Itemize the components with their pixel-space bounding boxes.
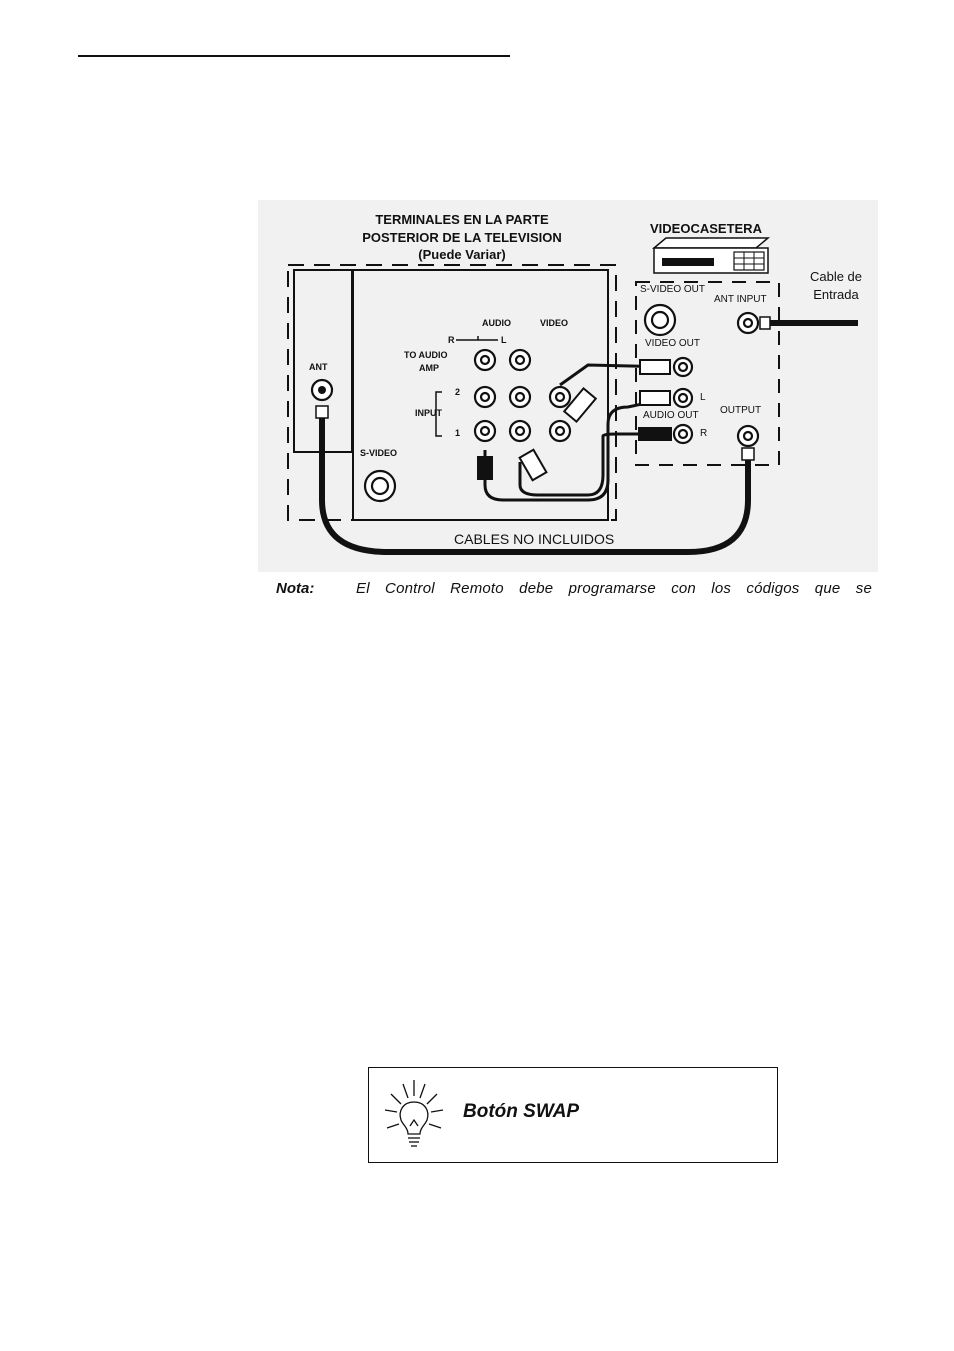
tip-title: Botón SWAP (463, 1101, 579, 1123)
vcr-title: VIDEOCASETERA (650, 221, 762, 236)
plug-r-tv (477, 456, 493, 480)
label-to-audio-1: TO AUDIO (404, 350, 448, 360)
label-input-1: 1 (455, 428, 460, 438)
header-rule (78, 55, 510, 57)
tv-title-line1: TERMINALES EN LA PARTE (322, 212, 602, 227)
label-ant: ANT (309, 362, 328, 372)
vcr-device-icon (654, 238, 768, 273)
tip-box: Botón SWAP (368, 1067, 778, 1163)
label-to-audio-2: AMP (419, 363, 439, 373)
label-r: R (448, 335, 455, 345)
cable-label-line2: Entrada (798, 287, 874, 302)
cables-not-included: CABLES NO INCLUIDOS (454, 531, 614, 547)
plug-video-vcr (640, 360, 670, 374)
plug-r-vcr (638, 427, 672, 441)
label-output: OUTPUT (720, 405, 761, 416)
label-vcr-l: L (700, 392, 706, 403)
label-video-out: VIDEO OUT (645, 338, 700, 349)
tv-title-line2: POSTERIOR DE LA TELEVISION (302, 230, 622, 245)
label-s-video: S-VIDEO (360, 448, 397, 458)
note-label: Nota: (276, 580, 314, 597)
connection-diagram: TERMINALES EN LA PARTE POSTERIOR DE LA T… (258, 200, 878, 572)
label-s-video-out: S-VIDEO OUT (640, 284, 705, 295)
label-video: VIDEO (540, 318, 568, 328)
label-audio-out: AUDIO OUT (643, 410, 699, 421)
label-input: INPUT (415, 408, 442, 418)
label-l: L (501, 335, 507, 345)
cable-label-line1: Cable de (798, 269, 874, 284)
plug-l-tv (520, 450, 547, 481)
label-vcr-r: R (700, 428, 707, 439)
plug-l-vcr (640, 391, 670, 405)
label-ant-input: ANT INPUT (714, 294, 767, 305)
label-input-2: 2 (455, 387, 460, 397)
tv-title-line3: (Puede Variar) (342, 247, 582, 262)
lightbulb-icon (379, 1076, 449, 1156)
label-audio: AUDIO (482, 318, 511, 328)
note-text: El Control Remoto debe programarse con l… (356, 580, 872, 597)
